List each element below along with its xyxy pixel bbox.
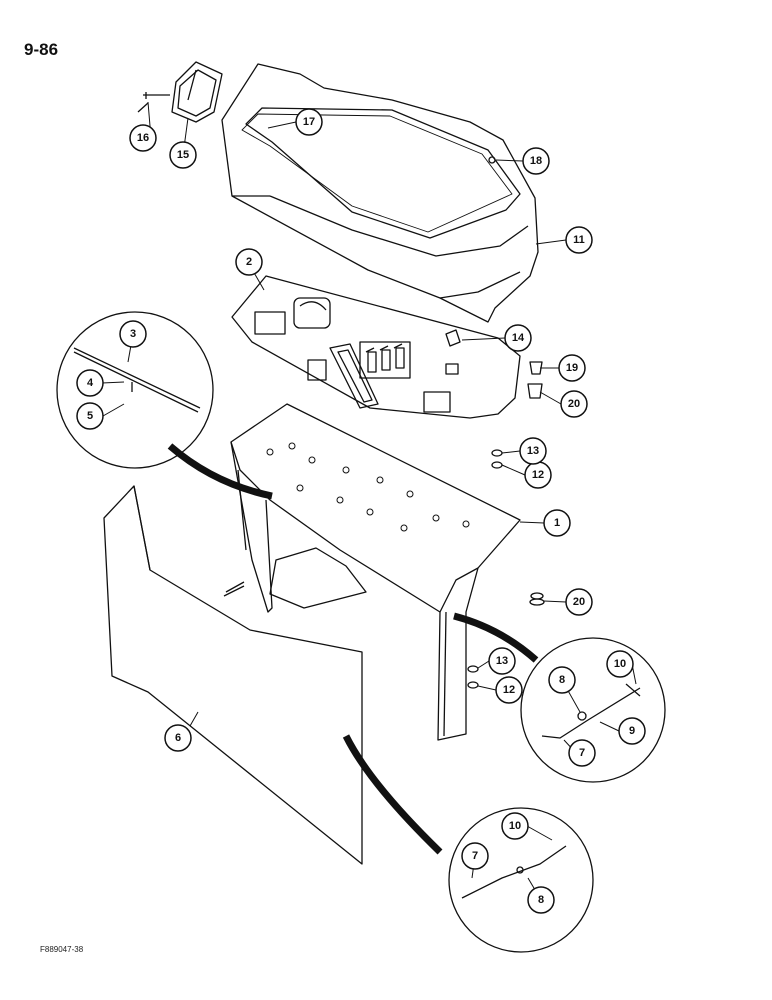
callout-7: 7 — [568, 739, 596, 767]
callout-4: 4 — [76, 369, 104, 397]
svg-text:6: 6 — [175, 732, 181, 744]
callout-18: 18 — [522, 147, 550, 175]
callout-7: 7 — [461, 842, 489, 870]
svg-text:9: 9 — [629, 725, 635, 737]
callout-13: 13 — [488, 647, 516, 675]
svg-text:5: 5 — [87, 410, 93, 422]
detail-circle-c — [342, 734, 594, 953]
callout-8: 8 — [548, 666, 576, 694]
svg-text:18: 18 — [530, 155, 542, 167]
callout-12: 12 — [524, 461, 552, 489]
svg-text:10: 10 — [614, 658, 626, 670]
knob-parts — [527, 361, 545, 606]
detail-circle-b — [453, 612, 666, 783]
svg-text:3: 3 — [130, 328, 136, 340]
callout-14: 14 — [504, 324, 532, 352]
callout-20: 20 — [565, 588, 593, 616]
svg-text:4: 4 — [87, 377, 94, 389]
figure-code: F889047-38 — [40, 945, 84, 954]
callout-12: 12 — [495, 676, 523, 704]
callout-3: 3 — [119, 320, 147, 348]
svg-text:16: 16 — [137, 132, 149, 144]
front-shield — [103, 485, 363, 865]
callout-10: 10 — [606, 650, 634, 678]
callout-1: 1 — [543, 509, 571, 537]
callout-17: 17 — [295, 108, 323, 136]
svg-text:12: 12 — [532, 469, 544, 481]
callout-19: 19 — [558, 354, 586, 382]
svg-text:7: 7 — [579, 747, 585, 759]
svg-text:13: 13 — [496, 655, 508, 667]
callout-20: 20 — [560, 390, 588, 418]
clip-part — [445, 329, 461, 347]
callout-2: 2 — [235, 248, 263, 276]
svg-text:2: 2 — [246, 256, 252, 268]
callouts: 1 2 3 4 5 6 7 7 8 8 9 10 10 11 12 12 13 … — [76, 108, 646, 914]
leader-lines — [101, 101, 637, 901]
lamp-housing-part — [171, 61, 223, 123]
bolt-part — [137, 92, 170, 113]
callout-6: 6 — [164, 724, 192, 752]
svg-text:7: 7 — [472, 850, 478, 862]
callout-10: 10 — [501, 812, 529, 840]
upper-cover-part — [221, 63, 539, 323]
svg-text:10: 10 — [509, 820, 521, 832]
callout-9: 9 — [618, 717, 646, 745]
svg-text:8: 8 — [538, 894, 544, 906]
callout-5: 5 — [76, 402, 104, 430]
callout-8: 8 — [527, 886, 555, 914]
callout-16: 16 — [129, 124, 157, 152]
control-panel-plate — [231, 275, 521, 419]
svg-text:15: 15 — [177, 149, 189, 161]
svg-text:8: 8 — [559, 674, 565, 686]
svg-text:13: 13 — [527, 445, 539, 457]
svg-text:12: 12 — [503, 684, 515, 696]
svg-text:17: 17 — [303, 116, 315, 128]
svg-text:20: 20 — [573, 596, 585, 608]
detail-circle-a — [56, 311, 273, 500]
page-number: 9-86 — [24, 40, 59, 59]
svg-text:11: 11 — [573, 234, 585, 246]
svg-text:20: 20 — [568, 398, 580, 410]
svg-text:14: 14 — [512, 332, 525, 344]
svg-text:19: 19 — [566, 362, 578, 374]
callout-15: 15 — [169, 141, 197, 169]
svg-text:1: 1 — [554, 517, 560, 529]
console-frame — [223, 403, 521, 741]
callout-13: 13 — [519, 437, 547, 465]
callout-11: 11 — [565, 226, 593, 254]
